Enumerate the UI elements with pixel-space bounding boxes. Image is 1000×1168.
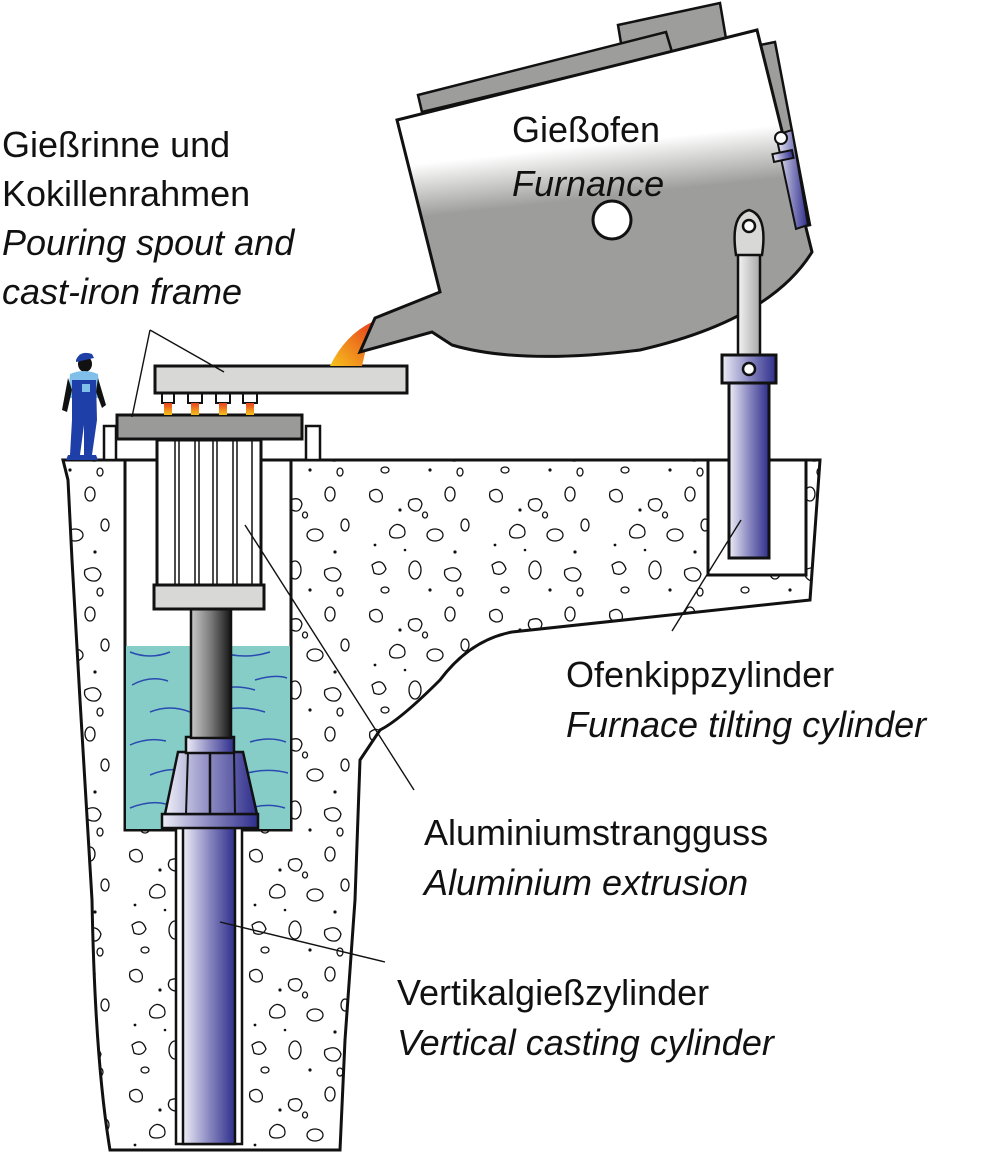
label-extrusion: Aluminiumstrangguss Aluminium extrusion (424, 808, 768, 908)
frame-support-right (304, 424, 322, 462)
leader-frame (131, 329, 151, 418)
label-furnace-en: Furnance (512, 163, 665, 204)
leader-extrusion (244, 524, 415, 791)
label-extrusion-de: Aluminiumstrangguss (424, 812, 769, 853)
molten-metal-stream (330, 322, 372, 366)
label-spout-de1: Gießrinne und (2, 124, 231, 165)
furnace-body (357, 28, 814, 358)
platen-collar (184, 735, 236, 755)
leader-casting (219, 921, 386, 963)
label-spout-de2: Kokillenrahmen (2, 173, 251, 214)
label-casting-en: Vertical casting cylinder (397, 1022, 774, 1063)
label-casting-de: Vertikalgießzylinder (397, 972, 710, 1013)
pouring-spout (153, 364, 409, 395)
label-tilt-cylinder: Ofenkippzylinder Furnace tilting cylinde… (566, 650, 926, 750)
starting-block (152, 583, 266, 611)
leader-tilt (671, 519, 742, 632)
label-spout: Gießrinne und Kokillenrahmen Pouring spo… (2, 120, 294, 316)
label-furnace: Gießofen Furnance (512, 103, 664, 211)
label-spout-en1: Pouring spout and (2, 222, 295, 263)
ram-rod (189, 606, 233, 740)
leader-lines (131, 329, 742, 963)
label-tilt-en: Furnace tilting cylinder (566, 704, 927, 745)
platen-base (160, 812, 260, 830)
furnace-side-cylinder (771, 128, 810, 231)
leader-spout (149, 329, 225, 373)
label-furnace-de: Gießofen (512, 109, 661, 150)
label-tilt-de: Ofenkippzylinder (566, 654, 835, 695)
furnace-pivot (591, 199, 633, 241)
label-casting-cylinder: Vertikalgießzylinder Vertical casting cy… (397, 968, 774, 1068)
aluminium-billets (155, 438, 263, 587)
worker-figure (62, 352, 106, 460)
vertical-casting-cylinder (181, 824, 237, 1146)
label-spout-en2: cast-iron frame (2, 271, 243, 312)
label-extrusion-en: Aluminium extrusion (424, 862, 749, 903)
cast-iron-frame (115, 413, 304, 441)
frame-support-left (102, 424, 118, 462)
spout-nozzles (161, 392, 258, 415)
